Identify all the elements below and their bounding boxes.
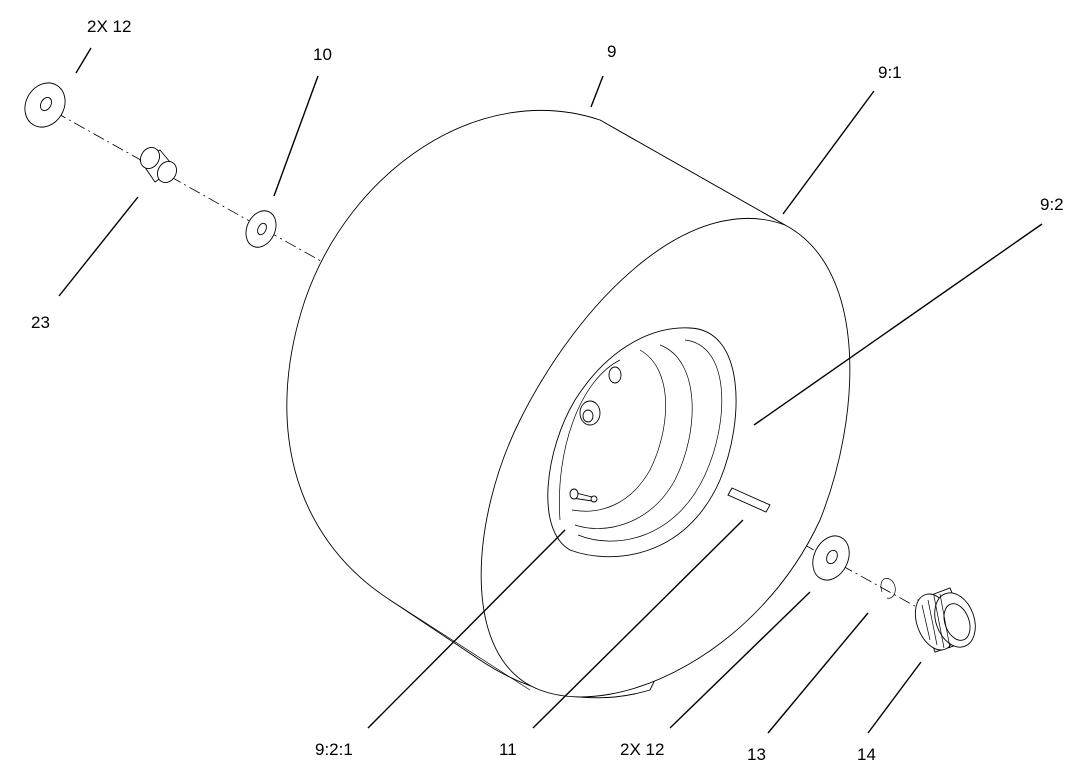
rim bbox=[547, 327, 737, 558]
label-key: 11 bbox=[499, 740, 517, 759]
washer-10-icon bbox=[245, 210, 277, 248]
key-icon bbox=[727, 487, 771, 513]
label-tire-9-1: 9:1 bbox=[878, 63, 902, 82]
washer-right-icon bbox=[812, 535, 850, 581]
tire bbox=[286, 110, 851, 699]
label-retainer: 13 bbox=[747, 745, 766, 764]
hub-cap-icon bbox=[914, 587, 976, 653]
label-washer-right: 2X 12 bbox=[620, 740, 664, 759]
label-washer-10: 10 bbox=[313, 45, 332, 64]
leader-lines bbox=[58, 47, 1043, 734]
washer-left-icon bbox=[24, 82, 66, 128]
label-bushing: 23 bbox=[31, 313, 50, 332]
label-cap: 14 bbox=[857, 745, 876, 764]
bushing-icon bbox=[139, 147, 177, 183]
label-washer-left: 2X 12 bbox=[87, 17, 131, 36]
label-rim-9-2: 9:2 bbox=[1040, 195, 1064, 214]
label-tire: 9 bbox=[607, 42, 616, 61]
rim-hole-icon bbox=[608, 366, 622, 384]
label-valve: 9:2:1 bbox=[315, 740, 353, 759]
retainer-ring-icon bbox=[880, 578, 896, 599]
callout-labels: 2X 12 10 23 9 9:1 9:2 9:2:1 11 2X 12 13 … bbox=[31, 17, 1064, 764]
valve-stem-icon bbox=[569, 488, 598, 503]
